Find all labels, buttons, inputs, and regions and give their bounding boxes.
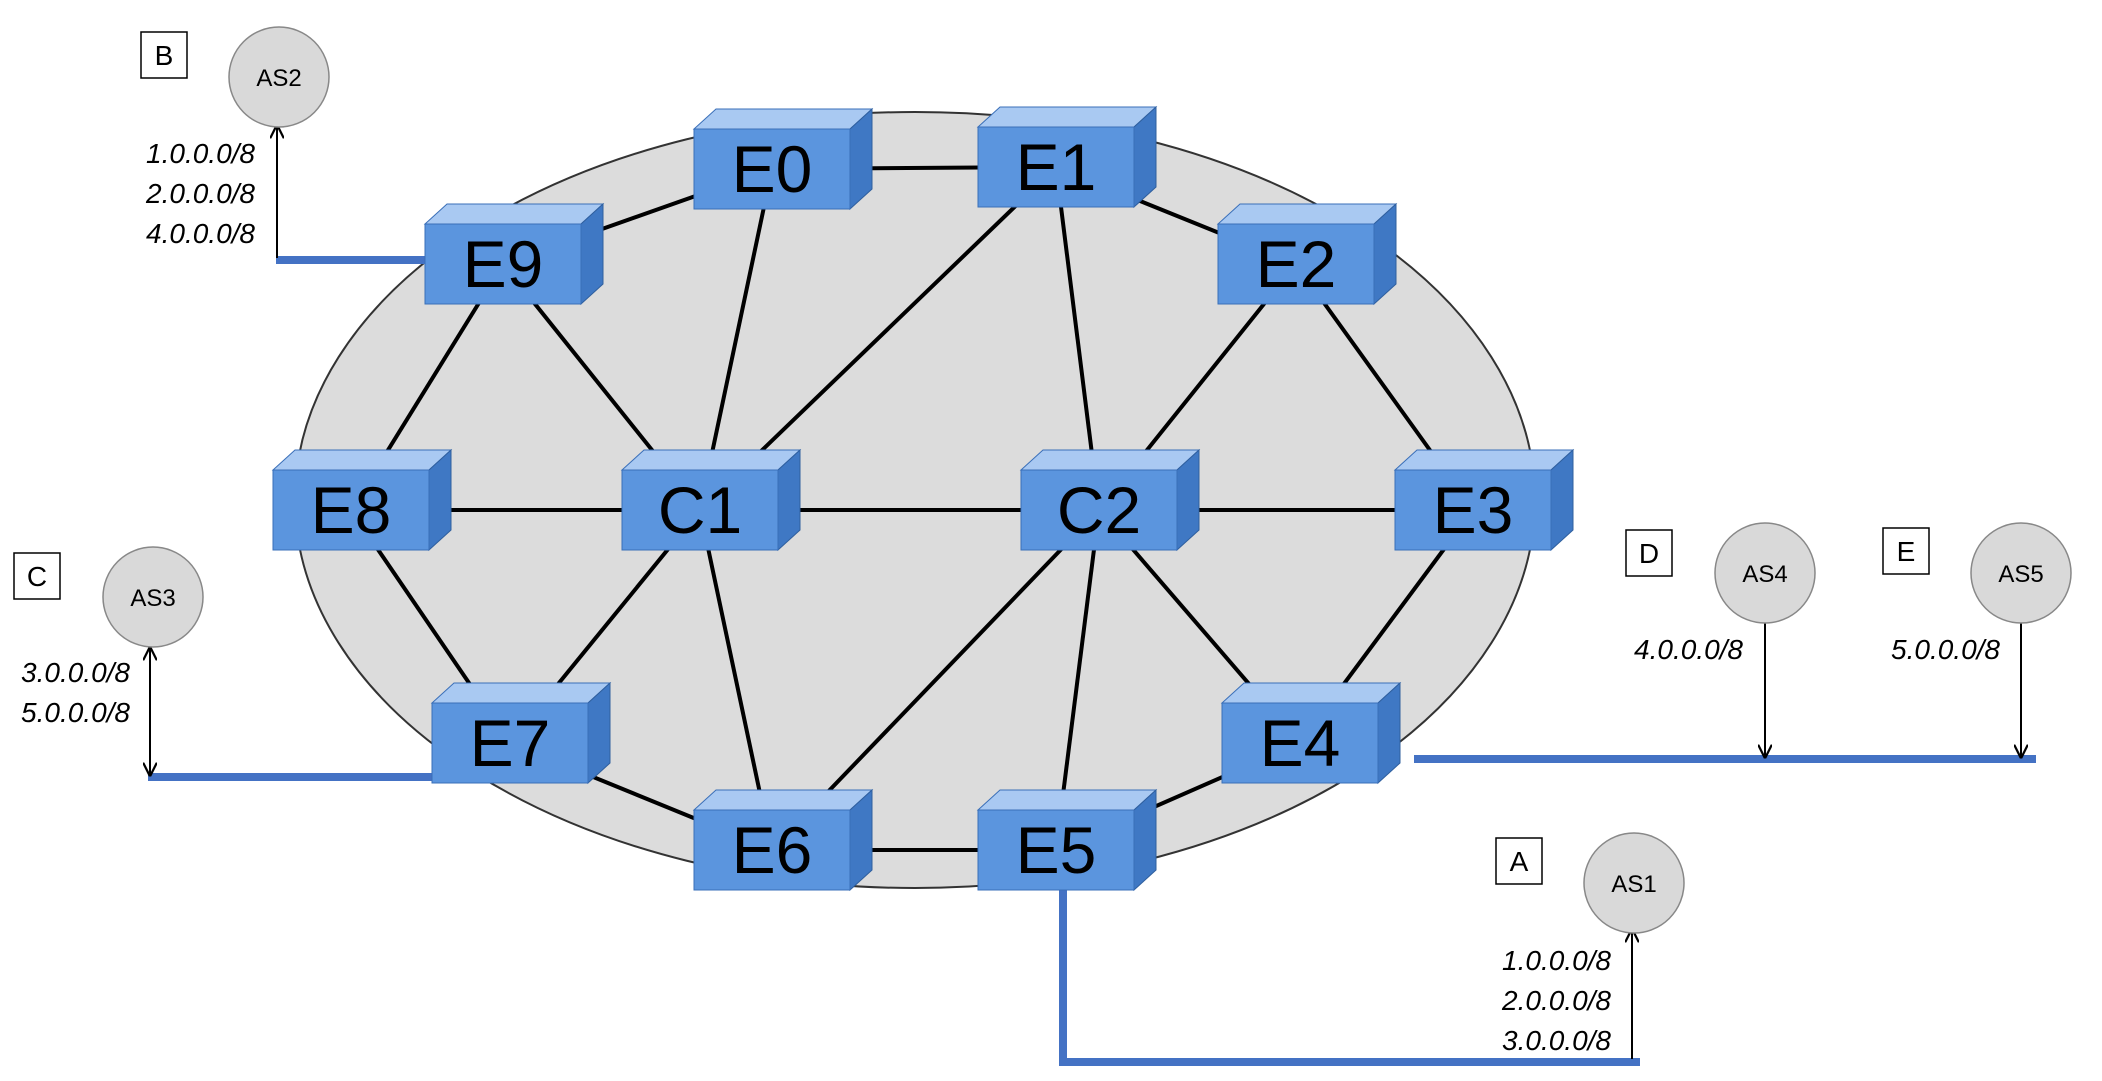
router-e0: E0 <box>692 107 874 211</box>
as2-circle <box>228 26 330 128</box>
router-front-face <box>431 702 589 784</box>
as4-group: AS4 <box>1714 522 1816 624</box>
as5-label: AS5 <box>1998 561 2043 588</box>
as1-prefix-3: 3.0.0.0/8 <box>1502 1025 1611 1056</box>
router-front-face <box>1221 702 1379 784</box>
as5-group: AS5 <box>1970 522 2072 624</box>
router-e3: E3 <box>1393 448 1575 552</box>
as4-prefix-1: 4.0.0.0/8 <box>1634 634 1743 665</box>
router-e5: E5 <box>976 788 1158 892</box>
as1-circle <box>1583 832 1685 934</box>
as2-prefix-2: 2.0.0.0/8 <box>145 178 255 209</box>
box-d-frame <box>1625 529 1673 577</box>
as5-prefixes: 5.0.0.0/8 <box>1891 634 2000 665</box>
as3-prefix-2: 5.0.0.0/8 <box>21 697 130 728</box>
as5-prefix-1: 5.0.0.0/8 <box>1891 634 2000 665</box>
as2-prefixes: 1.0.0.0/8 2.0.0.0/8 4.0.0.0/8 <box>145 138 255 249</box>
as1-prefixes: 1.0.0.0/8 2.0.0.0/8 3.0.0.0/8 <box>1501 945 1611 1056</box>
router-front-face <box>977 126 1135 208</box>
router-label-e1: E1 <box>1016 130 1097 204</box>
router-front-face <box>424 223 582 305</box>
as2-label: AS2 <box>256 65 301 92</box>
router-top-face <box>976 106 1158 128</box>
router-top-face <box>692 108 874 130</box>
as1-prefix-1: 1.0.0.0/8 <box>1502 945 1611 976</box>
box-d-label: D <box>1639 538 1659 569</box>
router-label-e2: E2 <box>1256 227 1337 301</box>
box-c: C <box>13 552 61 600</box>
box-a-label: A <box>1510 846 1529 877</box>
router-label-e3: E3 <box>1433 473 1514 547</box>
box-a: A <box>1495 837 1543 885</box>
router-e9: E9 <box>423 202 605 306</box>
as4-label: AS4 <box>1742 561 1787 588</box>
box-b: B <box>140 31 188 79</box>
router-top-face <box>976 789 1158 811</box>
announcement-arrows <box>150 126 2021 1059</box>
router-label-e4: E4 <box>1260 706 1341 780</box>
router-top-face <box>1216 203 1398 225</box>
e5-as1-link <box>1059 885 1640 1066</box>
router-front-face <box>977 809 1135 891</box>
as3-group: AS3 <box>102 546 204 648</box>
as5-circle <box>1970 522 2072 624</box>
router-label-e5: E5 <box>1016 813 1097 887</box>
as3-prefixes: 3.0.0.0/8 5.0.0.0/8 <box>21 657 130 728</box>
router-e6: E6 <box>692 788 874 892</box>
router-front-face <box>621 469 779 551</box>
router-front-face <box>693 809 851 891</box>
router-front-face <box>1394 469 1552 551</box>
router-e4: E4 <box>1220 681 1402 785</box>
router-top-face <box>1393 449 1575 471</box>
router-label-c2: C2 <box>1057 473 1141 547</box>
router-e8: E8 <box>271 448 453 552</box>
router-top-face <box>430 682 612 704</box>
as3-prefix-1: 3.0.0.0/8 <box>21 657 130 688</box>
as3-label: AS3 <box>130 585 175 612</box>
as4-prefixes: 4.0.0.0/8 <box>1634 634 1743 665</box>
router-label-e7: E7 <box>470 706 551 780</box>
box-b-label: B <box>155 40 174 71</box>
router-e1: E1 <box>976 105 1158 209</box>
router-label-c1: C1 <box>658 473 742 547</box>
as4-circle <box>1714 522 1816 624</box>
box-e: E <box>1882 527 1930 575</box>
box-b-frame <box>140 31 188 79</box>
router-e7: E7 <box>430 681 612 785</box>
router-top-face <box>1019 449 1201 471</box>
router-label-e0: E0 <box>732 132 813 206</box>
router-label-e6: E6 <box>732 813 813 887</box>
router-e2: E2 <box>1216 202 1398 306</box>
as1-label: AS1 <box>1611 871 1656 898</box>
external-links <box>148 256 2036 1066</box>
as1-group: AS1 <box>1583 832 1685 934</box>
as2-prefix-1: 1.0.0.0/8 <box>146 138 255 169</box>
router-c2: C2 <box>1019 448 1201 552</box>
router-top-face <box>620 449 802 471</box>
router-top-face <box>423 203 605 225</box>
box-a-frame <box>1495 837 1543 885</box>
router-c1: C1 <box>620 448 802 552</box>
box-d: D <box>1625 529 1673 577</box>
router-label-e8: E8 <box>311 473 392 547</box>
router-front-face <box>693 128 851 210</box>
router-front-face <box>1020 469 1178 551</box>
box-e-label: E <box>1897 536 1916 567</box>
as2-group: AS2 <box>228 26 330 128</box>
as2-prefix-3: 4.0.0.0/8 <box>146 218 255 249</box>
as3-circle <box>102 546 204 648</box>
router-top-face <box>692 789 874 811</box>
router-top-face <box>1220 682 1402 704</box>
box-e-frame <box>1882 527 1930 575</box>
box-c-frame <box>13 552 61 600</box>
router-front-face <box>1217 223 1375 305</box>
as1-prefix-2: 2.0.0.0/8 <box>1501 985 1611 1016</box>
router-top-face <box>271 449 453 471</box>
router-front-face <box>272 469 430 551</box>
router-label-e9: E9 <box>463 227 544 301</box>
box-c-label: C <box>27 561 47 592</box>
